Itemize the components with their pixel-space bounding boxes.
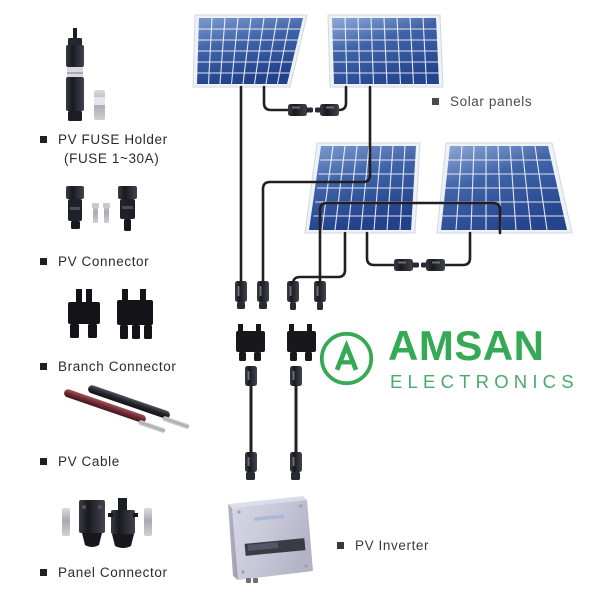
component-label-panel-connector: Panel Connector [40, 563, 168, 582]
component-label-text-branch-connector: Branch Connector [58, 359, 177, 374]
component-label-pv-connector: PV Connector [40, 252, 149, 271]
brand-tagline: ELECTRONICS [390, 371, 579, 392]
amsan-logo-mark-icon [319, 331, 374, 385]
pv-fuse-holder-icon [66, 28, 105, 121]
inline-coupler-top [288, 104, 339, 116]
solar-panel-1 [192, 14, 308, 88]
inverter-cable-connectors [245, 366, 302, 480]
component-label-text-pv-connector: PV Connector [58, 254, 150, 269]
bullet-marker-solar-panels [432, 98, 439, 105]
bullet-marker-panel-connector [40, 569, 47, 576]
pv-connector-icon [66, 186, 137, 231]
inline-coupler-bottom [394, 259, 445, 271]
bullet-marker-pv-cable [40, 458, 47, 465]
pv-inverter-image [228, 496, 313, 583]
component-label-text-panel-connector: Panel Connector [58, 565, 168, 580]
diagram-label-pv-inverter: PV Inverter [337, 536, 429, 555]
bullet-marker-pv-connector [40, 258, 47, 265]
solar-panel-3 [304, 142, 421, 234]
component-label-text-pv-cable: PV Cable [58, 454, 120, 469]
mc4-plug-row [235, 281, 326, 310]
solar-panel-2 [327, 14, 444, 88]
component-label-pv-cable: PV Cable [40, 452, 120, 471]
bullet-marker-branch-connector [40, 363, 47, 370]
bullet-marker-pv-inverter [337, 542, 344, 549]
branch-connector-diagram-right [287, 324, 316, 361]
component-label-branch-connector: Branch Connector [40, 357, 176, 376]
brand-name: AMSAN [388, 322, 545, 369]
branch-connector-diagram-left [236, 324, 265, 361]
bullet-marker-pv-fuse-holder [40, 136, 47, 143]
diagram-label-text-pv-inverter: PV Inverter [355, 538, 430, 553]
component-label-text-pv-fuse-holder: PV FUSE Holder [58, 132, 168, 147]
diagram-label-text-solar-panels: Solar panels [450, 94, 533, 109]
diagram-label-solar-panels: Solar panels [432, 92, 532, 111]
component-sublabel-text-pv-fuse-holder: (FUSE 1~30A) [64, 151, 160, 166]
solar-panel-4 [436, 142, 573, 234]
inverter-input-cables [249, 370, 298, 457]
panel-connector-icon [62, 498, 152, 548]
component-label-pv-fuse-holder: PV FUSE Holder (FUSE 1~30A) [40, 130, 168, 168]
branch-connector-icon [68, 289, 153, 339]
pv-cable-icon [64, 385, 190, 433]
amsan-logo: AMSAN ELECTRONICS [318, 325, 579, 392]
